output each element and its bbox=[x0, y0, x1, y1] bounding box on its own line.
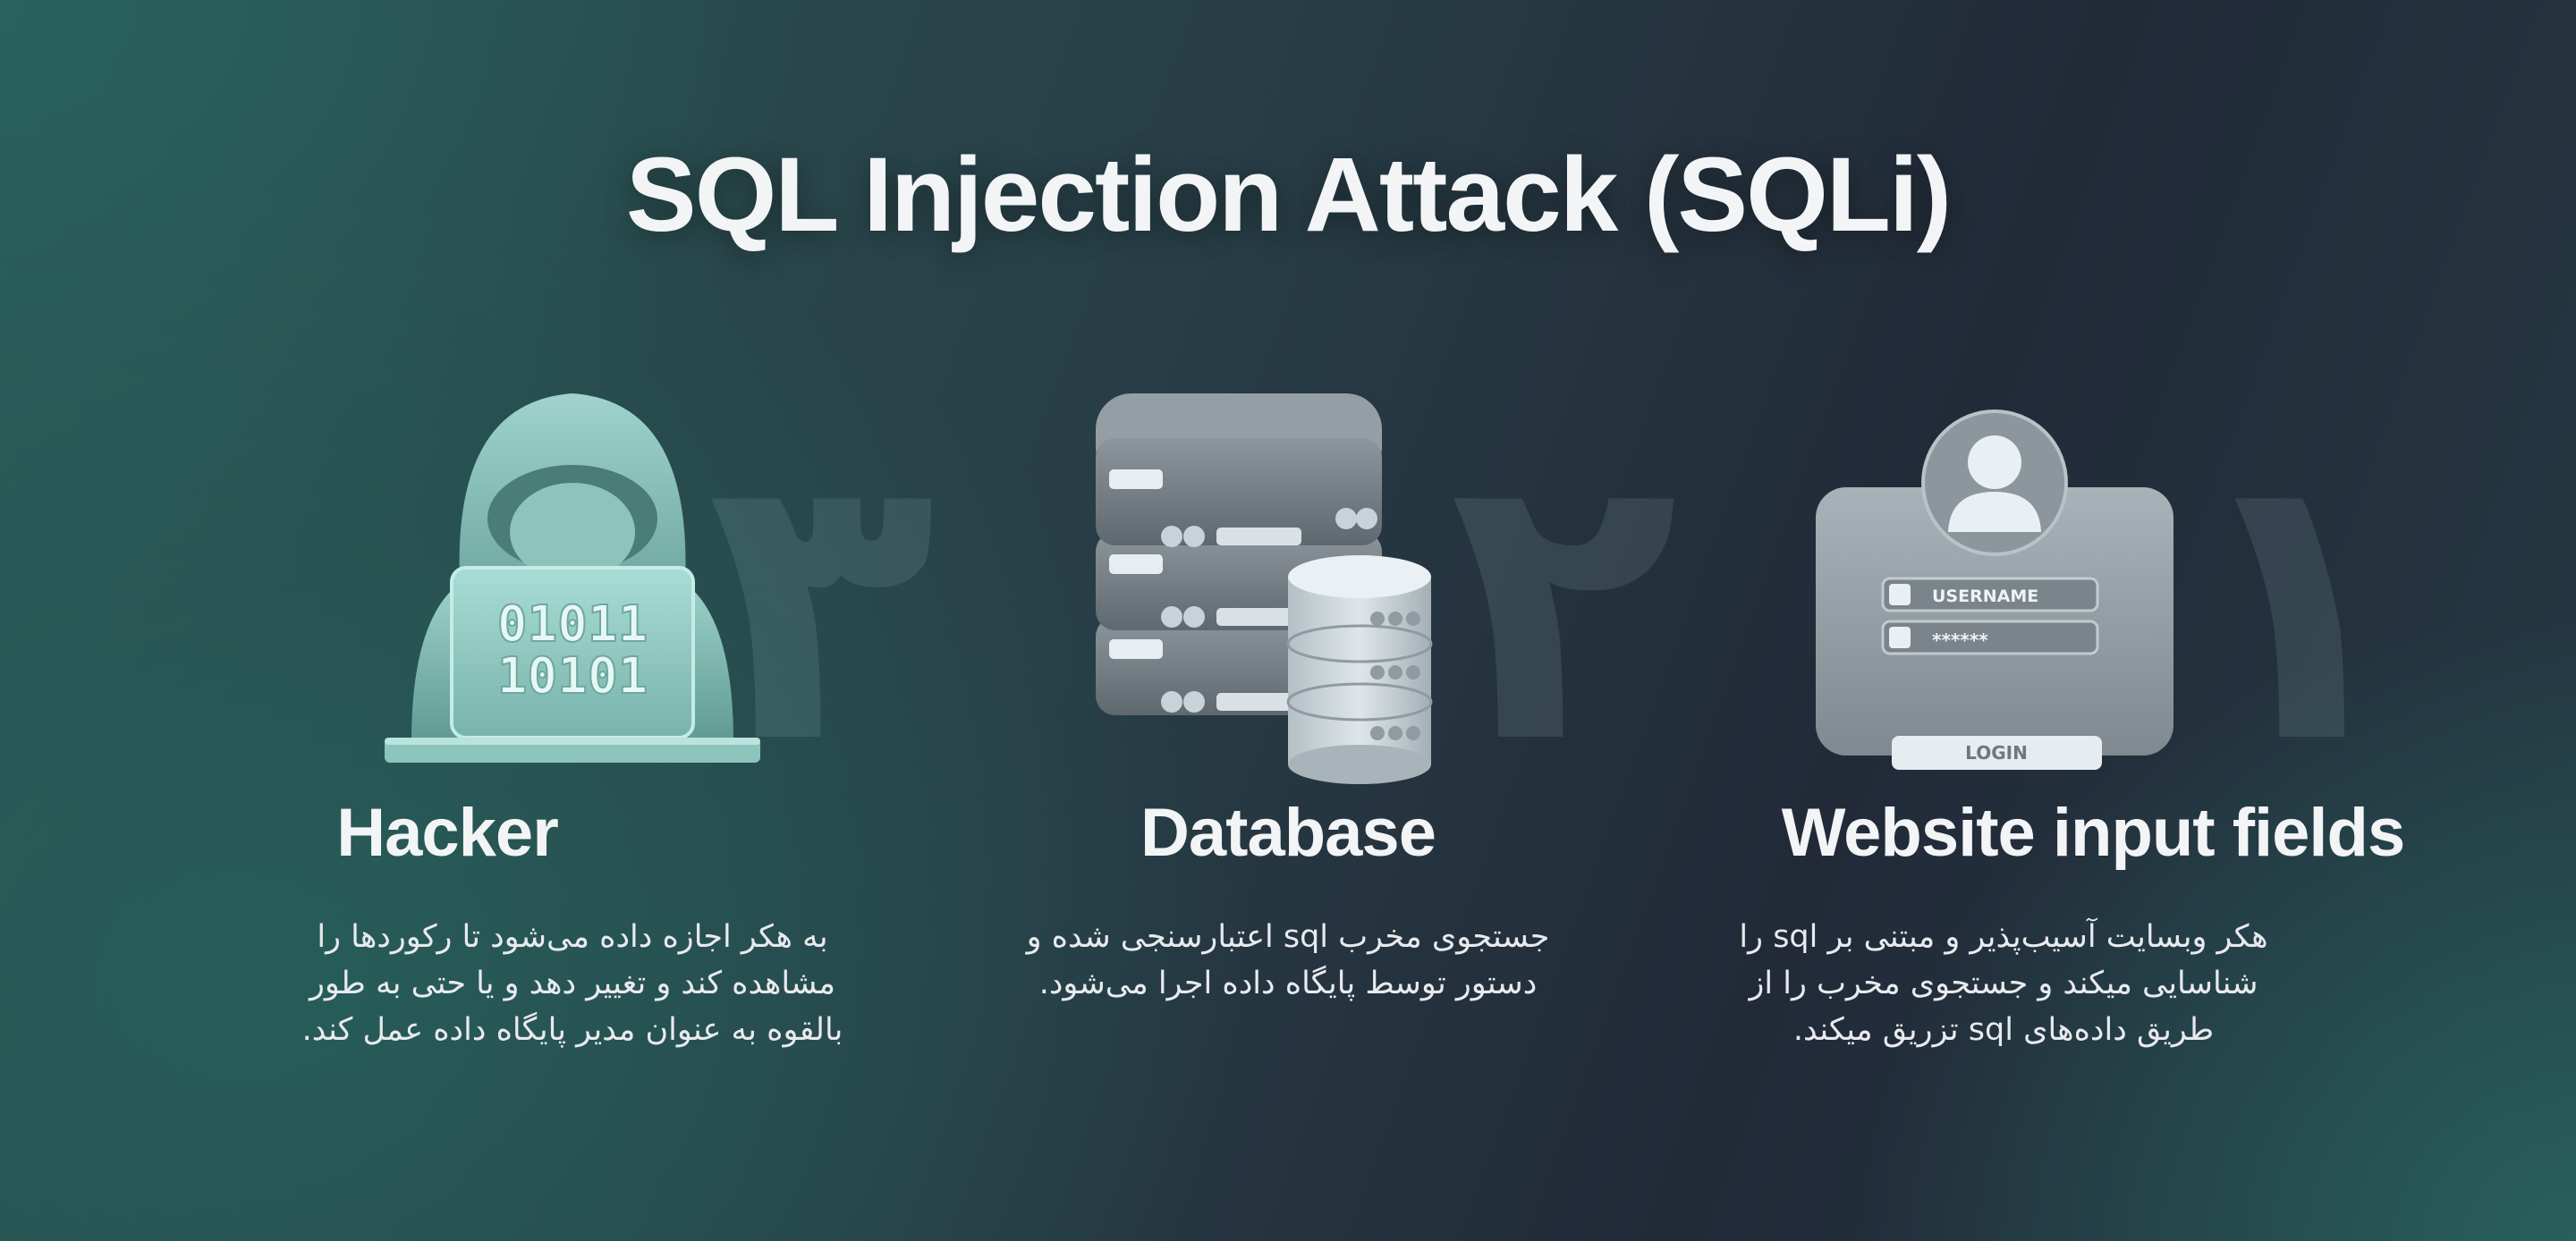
database-icon bbox=[1082, 384, 1458, 787]
step-description: جستجوی مخرب sql اعتبارسنجی شده و دستور ت… bbox=[1026, 919, 1550, 1001]
step-heading: Website input fields bbox=[1781, 795, 2405, 871]
step-description: به هکر اجازه داده می‌شود تا رکوردها را م… bbox=[301, 919, 843, 1048]
page-title: SQL Injection Attack (SQLi) bbox=[625, 136, 1952, 254]
binary-line-2: 10101 bbox=[497, 647, 648, 705]
username-label: USERNAME bbox=[1932, 587, 2038, 606]
step-heading: Database bbox=[1140, 795, 1436, 871]
hacker-icon: 01011 10101 bbox=[376, 384, 769, 778]
binary-line-1: 01011 bbox=[497, 595, 648, 654]
step-database: ۲ bbox=[859, 0, 1717, 1241]
login-form-icon: USERNAME ****** LOGIN bbox=[1807, 407, 2182, 778]
step-hacker: ۳ 01011 10101 Hacker به هکر اجازه داده م… bbox=[0, 0, 936, 1241]
step-number: ۱ bbox=[2182, 389, 2412, 826]
step-number: ۳ bbox=[707, 389, 936, 826]
password-mask: ****** bbox=[1932, 629, 1988, 651]
login-label: LOGIN bbox=[1965, 742, 2028, 764]
step-heading: Hacker bbox=[336, 795, 559, 871]
step-description: هکر وبسایت آسیب‌پذیر و مبتنی بر sql را ش… bbox=[1739, 919, 2268, 1048]
step-number: ۲ bbox=[1449, 389, 1679, 826]
step-website-input-fields: ۱ USERNAME ****** LOGIN Website input fi… bbox=[1717, 0, 2576, 1241]
